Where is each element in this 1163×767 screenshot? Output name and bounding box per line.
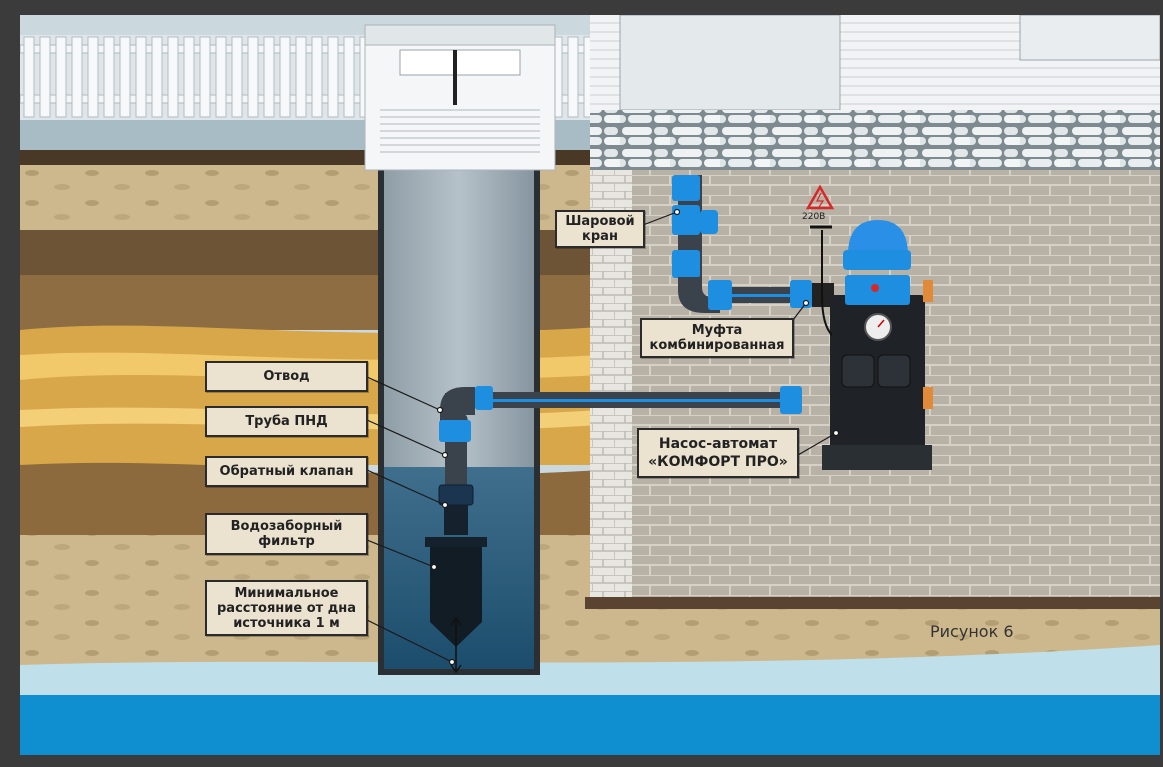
label-elbow: Отвод [205,361,368,392]
label-line: «КОМФОРТ ПРО» [648,454,788,470]
label-combined-coupling: Муфта комбинированная [640,318,794,358]
label-ball-valve: Шаровой кран [555,210,645,248]
label-pipe: Труба ПНД [205,406,368,437]
well-pump-diagram: 220В Шаровой кран Муфта комбинированная … [20,15,1160,755]
groundwater [20,695,1160,755]
label-line: Минимальное [234,585,339,601]
illustration [20,15,1160,755]
pump-station [805,184,933,470]
label-min-distance: Минимальное расстояние от дна источника … [205,580,368,636]
label-line: фильтр [258,534,315,549]
label-line: кран [582,229,618,244]
label-line: расстояние от дна [217,600,356,616]
voltage-label: 220В [802,212,826,222]
label-line: Шаровой [565,214,635,229]
label-line: Насос-автомат [658,436,778,452]
label-line: Водозаборный [230,519,343,534]
label-line: комбинированная [649,338,785,353]
label-check-valve: Обратный клапан [205,456,368,487]
pipes [425,175,834,674]
label-line: источника 1 м [233,615,340,631]
label-intake-filter: Водозаборный фильтр [205,513,368,555]
label-line: Муфта [691,323,743,338]
leader-lines [366,208,840,666]
label-pump: Насос-автомат «КОМФОРТ ПРО» [637,428,799,478]
figure-caption: Рисунок 6 [930,622,1014,641]
